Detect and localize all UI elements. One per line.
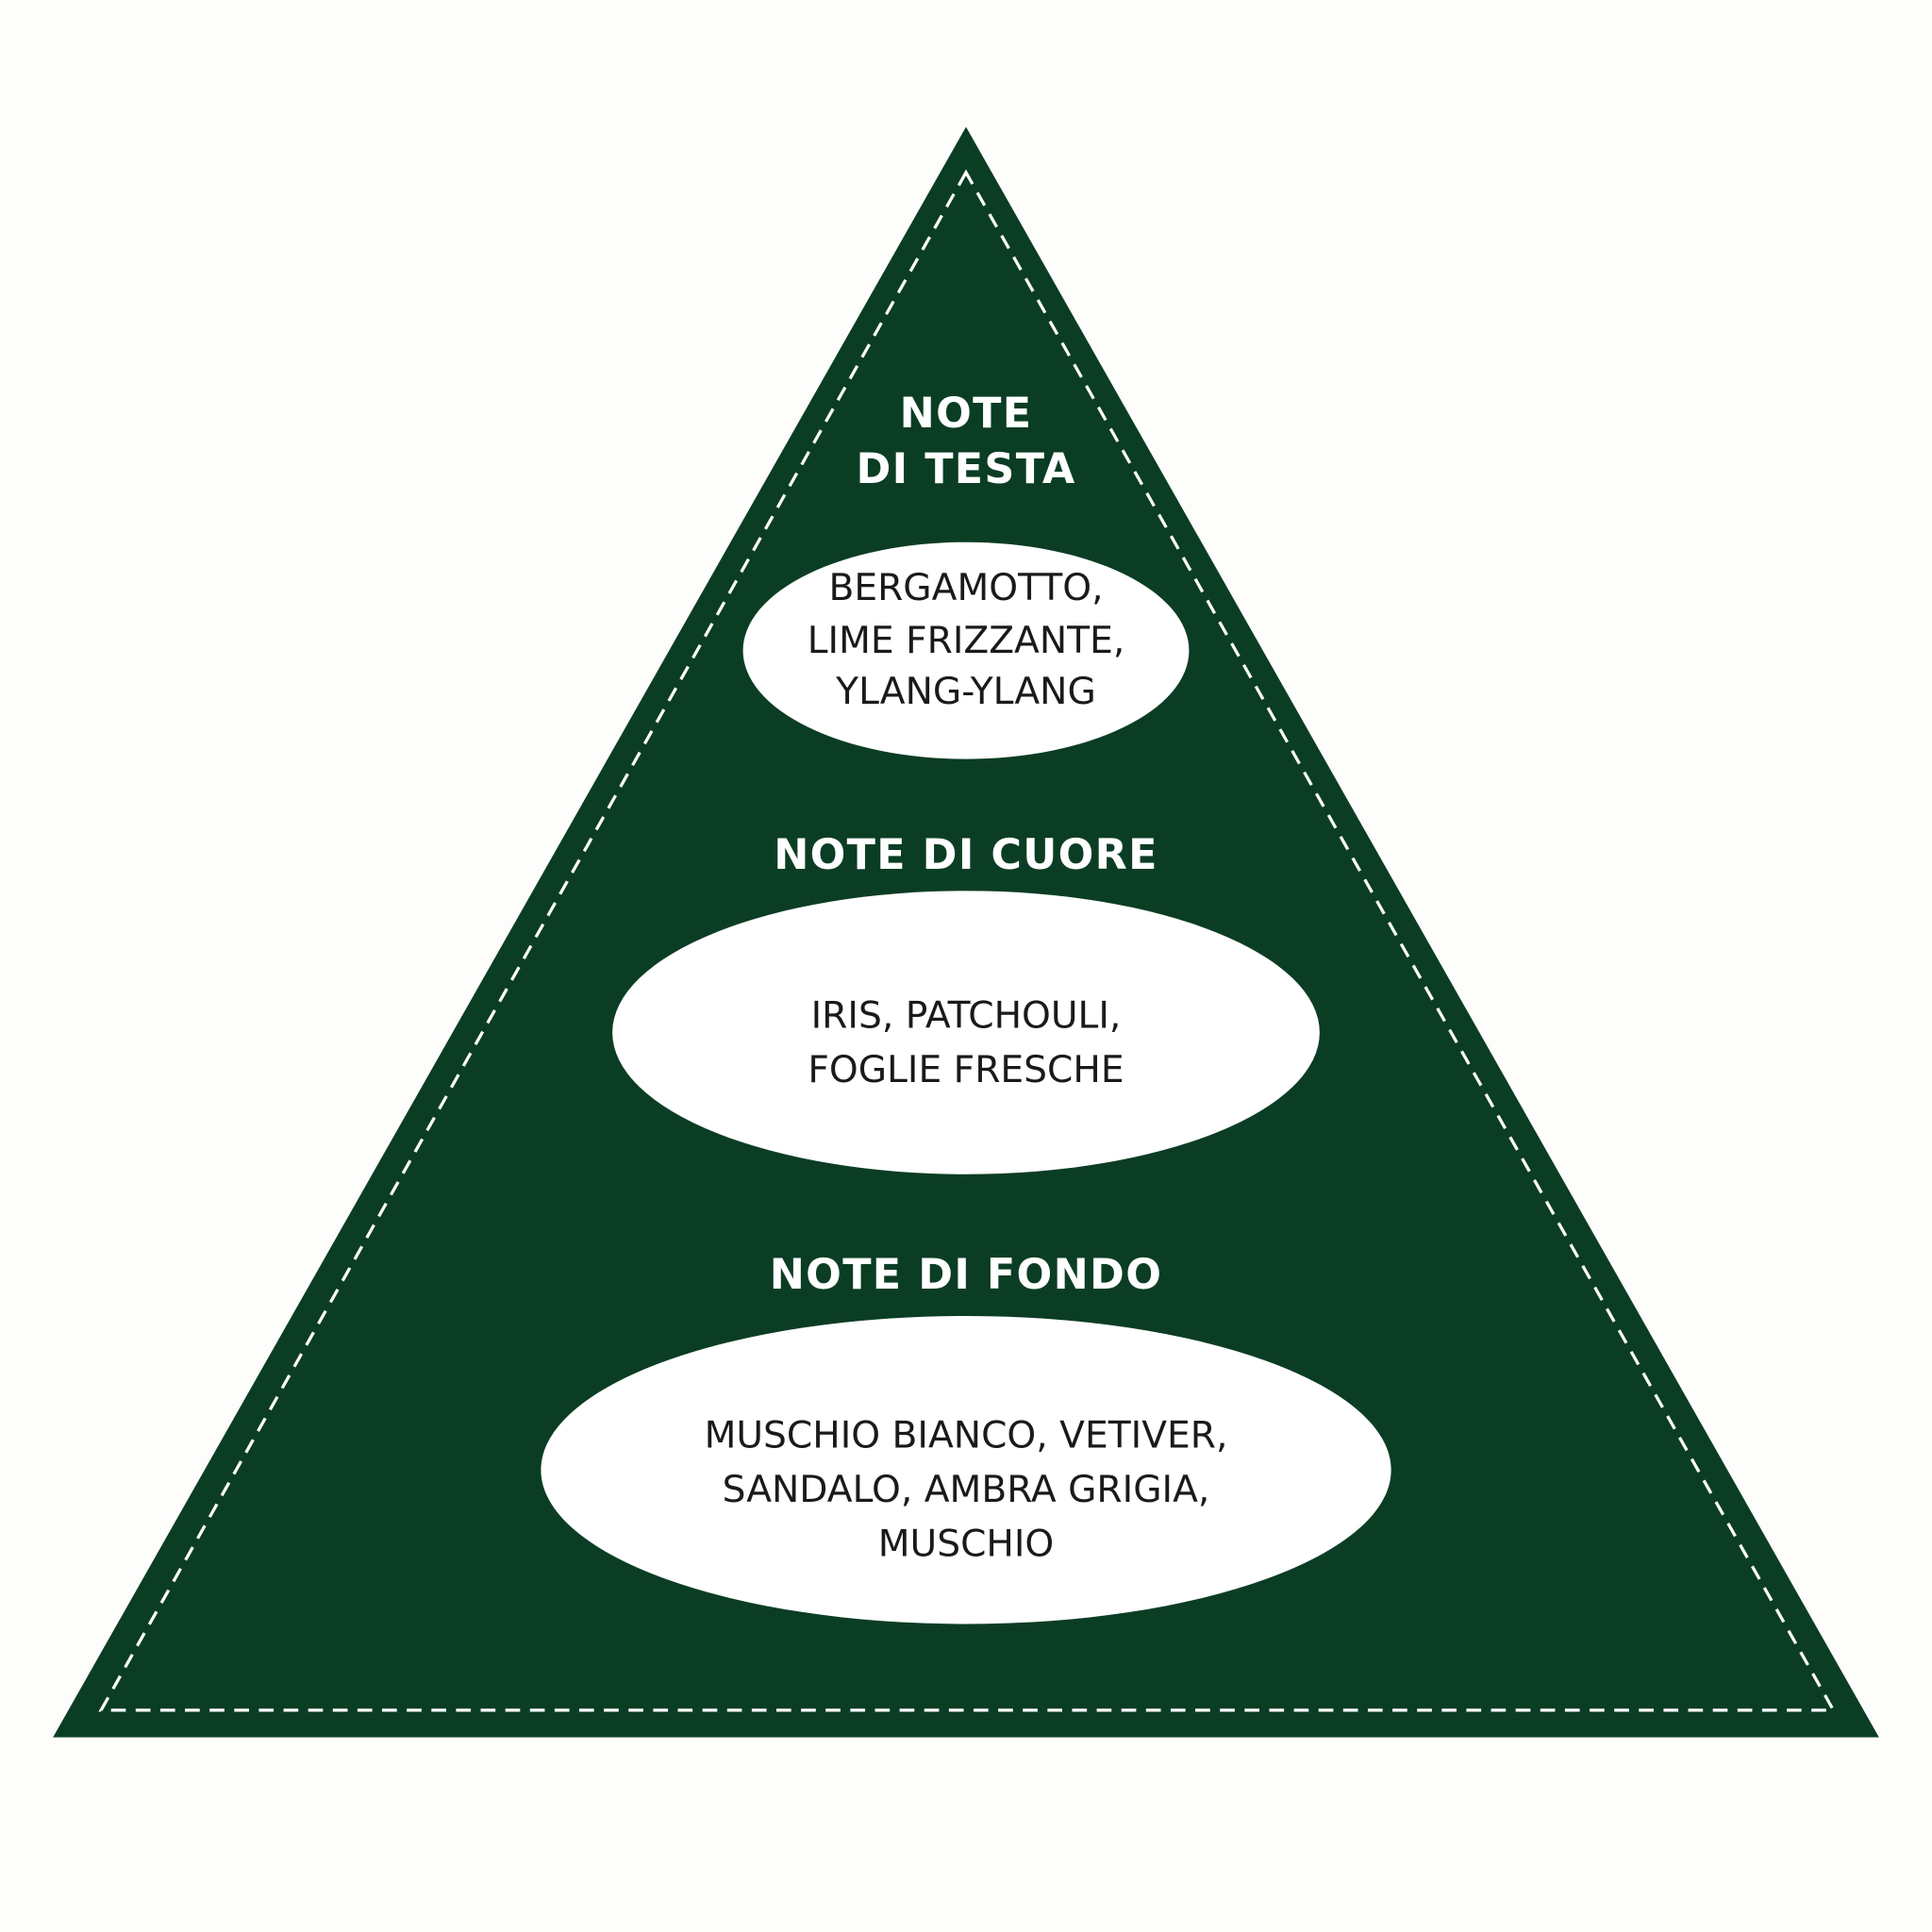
base-notes-ellipse [541,1315,1391,1624]
heart-notes-line1: IRIS, PATCHOULI, [811,994,1122,1037]
heart-notes-ellipse [612,891,1320,1174]
top-notes-title-line1: NOTE [900,390,1033,438]
heart-notes-line2: FOGLIE FRESCHE [808,1049,1124,1091]
base-notes-line1: MUSCHIO BIANCO, VETIVER, [705,1415,1228,1457]
base-notes-line3: MUSCHIO [878,1524,1055,1566]
top-notes-ellipse [742,541,1190,759]
top-notes-line3: YLANG-YLANG [835,671,1096,713]
top-notes-line1: BERGAMOTTO, [828,567,1103,609]
base-notes-title: NOTE DI FONDO [770,1251,1163,1299]
top-notes-title-line2: DI TESTA [856,445,1075,493]
base-notes-line2: SANDALO, AMBRA GRIGIA, [723,1469,1210,1511]
heart-notes-title: NOTE DI CUORE [774,831,1158,879]
top-notes-line2: LIME FRIZZANTE, [808,620,1125,662]
